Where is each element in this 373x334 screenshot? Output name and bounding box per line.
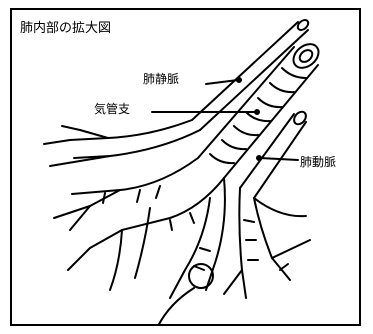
artery-leader-dot bbox=[256, 155, 262, 161]
bronchus-leader-dot bbox=[254, 109, 260, 115]
label-pulmonary-vein: 肺静脈 bbox=[143, 72, 180, 86]
vein-leader-line bbox=[205, 79, 239, 85]
artery-leader-line bbox=[259, 157, 299, 161]
bronchus-vessel bbox=[53, 43, 320, 299]
lung-illustration bbox=[43, 19, 320, 326]
label-pulmonary-artery: 肺動脈 bbox=[300, 155, 337, 169]
pulmonary-vein-vessel bbox=[43, 19, 310, 167]
diagram-title: 肺内部の拡大図 bbox=[20, 21, 112, 36]
vein-leader-dot bbox=[236, 77, 242, 83]
pulmonary-artery-vessel bbox=[223, 110, 311, 299]
label-bronchus: 気管支 bbox=[94, 102, 131, 116]
alveolus-pointer bbox=[157, 287, 195, 326]
alveolus-highlight bbox=[188, 263, 214, 289]
